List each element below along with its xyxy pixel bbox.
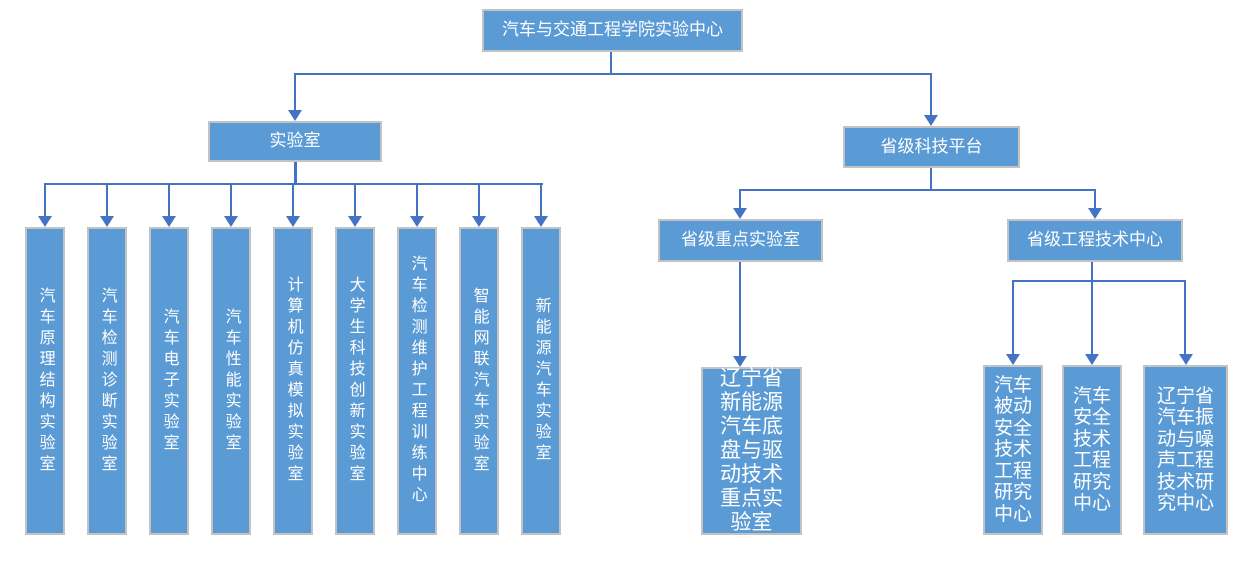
connector-lab-drop xyxy=(416,184,418,218)
connector-eng-drop xyxy=(1012,281,1014,355)
connector-top-bus xyxy=(294,73,932,75)
lab-leaf: 计算机仿真模拟实验室 xyxy=(273,227,313,535)
org-node-eng-center-label: 省级工程技术中心 xyxy=(1027,230,1163,250)
connector-eng-drop xyxy=(1184,281,1186,355)
key-lab-leaf: 辽宁省新能源汽车底盘与驱动技术重点实验室 xyxy=(701,367,802,535)
arrow-down-icon xyxy=(472,216,486,227)
arrow-down-icon xyxy=(100,216,114,227)
connector-lab-drop xyxy=(106,184,108,218)
eng-center-leaf: 汽车安全技术工程研究中心 xyxy=(1062,365,1122,535)
arrow-down-icon xyxy=(1179,354,1193,365)
connector-eng-drop xyxy=(1091,281,1093,355)
arrow-down-icon xyxy=(1006,354,1020,365)
connector-keylab-leaf-drop xyxy=(739,262,741,358)
lab-leaf-label: 新能源汽车实验室 xyxy=(532,297,550,465)
connector-lab-stub xyxy=(294,162,297,184)
lab-leaf-label: 汽车性能实验室 xyxy=(222,307,240,455)
org-node-key-lab-label: 省级重点实验室 xyxy=(681,230,800,250)
arrow-down-icon xyxy=(534,216,548,227)
connector-drop-keylab xyxy=(739,190,741,210)
arrow-down-icon xyxy=(1085,354,1099,365)
lab-leaf-label: 汽车检测诊断实验室 xyxy=(98,286,116,476)
org-node-lab-label: 实验室 xyxy=(269,131,321,151)
arrow-down-icon xyxy=(924,115,938,126)
lab-leaf-label: 大学生科技创新实验室 xyxy=(346,276,364,486)
connector-lab-drop xyxy=(292,184,294,218)
connector-lab-drop xyxy=(44,184,46,218)
connector-root-stub xyxy=(610,52,612,74)
org-node-platform-label: 省级科技平台 xyxy=(880,136,983,156)
arrow-down-icon xyxy=(410,216,424,227)
eng-center-leaf-label: 汽车被动安全技术工程研究中心 xyxy=(993,374,1032,525)
lab-leaf-label: 汽车电子实验室 xyxy=(160,307,178,455)
connector-drop-lab xyxy=(294,74,296,114)
connector-platform-stub xyxy=(930,168,932,190)
connector-engcenter-bus xyxy=(1012,280,1186,282)
arrow-down-icon xyxy=(1088,208,1102,219)
arrow-down-icon xyxy=(733,356,747,367)
org-node-eng-center: 省级工程技术中心 xyxy=(1007,219,1183,262)
lab-leaf: 汽车性能实验室 xyxy=(211,227,251,535)
eng-center-leaf-label: 汽车安全技术工程研究中心 xyxy=(1072,385,1111,515)
lab-leaf: 汽车电子实验室 xyxy=(149,227,189,535)
org-node-lab: 实验室 xyxy=(208,121,382,162)
lab-leaf-label: 智能网联汽车实验室 xyxy=(470,286,488,476)
connector-engcenter-stub xyxy=(1091,262,1093,282)
arrow-down-icon xyxy=(733,208,747,219)
arrow-down-icon xyxy=(38,216,52,227)
connector-lab-drop xyxy=(478,184,480,218)
arrow-down-icon xyxy=(224,216,238,227)
connector-drop-engcenter xyxy=(1094,190,1096,210)
connector-drop-platform xyxy=(930,74,932,117)
lab-leaf: 智能网联汽车实验室 xyxy=(459,227,499,535)
connector-lab-drop xyxy=(540,184,542,218)
org-node-platform: 省级科技平台 xyxy=(843,126,1020,168)
lab-leaf: 汽车检测维护工程训练中心 xyxy=(397,227,437,535)
connector-lab-drop xyxy=(230,184,232,218)
org-node-root-label: 汽车与交通工程学院实验中心 xyxy=(502,20,723,40)
arrow-down-icon xyxy=(286,216,300,227)
org-node-key-lab: 省级重点实验室 xyxy=(658,219,823,262)
lab-leaf: 大学生科技创新实验室 xyxy=(335,227,375,535)
key-lab-leaf-label: 辽宁省新能源汽车底盘与驱动技术重点实验室 xyxy=(720,367,783,534)
connector-lab-drop xyxy=(354,184,356,218)
lab-leaf-label: 汽车检测维护工程训练中心 xyxy=(408,255,426,507)
lab-leaf: 汽车原理结构实验室 xyxy=(25,227,65,535)
eng-center-leaf-label: 辽宁省汽车振动与噪声工程技术研究中心 xyxy=(1156,385,1214,515)
org-node-root: 汽车与交通工程学院实验中心 xyxy=(482,9,743,52)
lab-leaf-label: 计算机仿真模拟实验室 xyxy=(284,276,302,486)
arrow-down-icon xyxy=(288,110,302,121)
connector-platform-bus xyxy=(739,189,1096,191)
arrow-down-icon xyxy=(348,216,362,227)
eng-center-leaf: 汽车被动安全技术工程研究中心 xyxy=(983,365,1043,535)
eng-center-leaf: 辽宁省汽车振动与噪声工程技术研究中心 xyxy=(1143,365,1228,535)
lab-leaf: 新能源汽车实验室 xyxy=(521,227,561,535)
lab-leaf-label: 汽车原理结构实验室 xyxy=(36,286,54,476)
arrow-down-icon xyxy=(162,216,176,227)
connector-lab-drop xyxy=(168,184,170,218)
lab-leaf: 汽车检测诊断实验室 xyxy=(87,227,127,535)
